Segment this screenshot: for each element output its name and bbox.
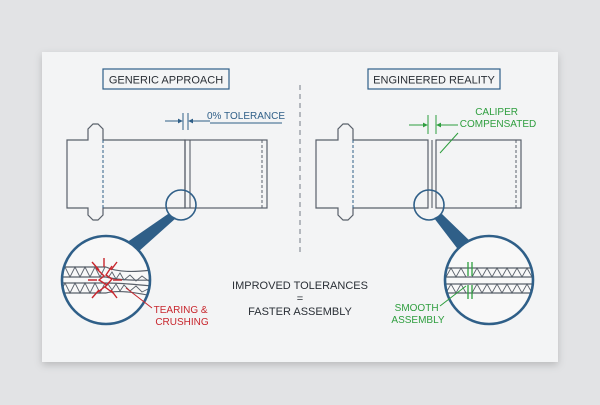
left-flap: [184, 139, 268, 209]
left-problem-label: TEARING & CRUSHING: [154, 305, 211, 328]
left-problem-leader: [125, 287, 153, 309]
left-callout-text: 0% TOLERANCE: [207, 111, 285, 122]
caption-line2: FASTER ASSEMBLY: [248, 306, 352, 318]
right-box-blank: [315, 123, 429, 221]
right-title: ENGINEERED REALITY: [373, 75, 495, 87]
center-caption: IMPROVED TOLERANCES = FASTER ASSEMBLY: [232, 280, 368, 318]
right-result-leader: [439, 285, 467, 307]
right-flap: [435, 139, 522, 209]
left-problem-label-line2: CRUSHING: [155, 317, 209, 328]
right-panel: ENGINEERED REALITY CALIPER COMPENSATED: [315, 68, 537, 326]
right-title-box: [367, 68, 501, 90]
left-title-box: [102, 68, 230, 90]
right-callout-line1: CALIPER: [475, 107, 518, 118]
right-result-label: SMOOTH ASSEMBLY: [391, 303, 444, 326]
left-magnified-board: [62, 258, 150, 299]
left-panel: GENERIC APPROACH 0% TOLERANCE: [60, 68, 285, 328]
right-callout-leader-2: [439, 132, 459, 154]
right-callout-text: CALIPER COMPENSATED: [460, 107, 537, 130]
right-zoom-cone: [434, 214, 472, 252]
caption-line1: IMPROVED TOLERANCES: [232, 280, 368, 292]
right-callout-line2: COMPENSATED: [460, 119, 537, 130]
right-magnifier-ring: [443, 234, 535, 326]
right-result-label-line1: SMOOTH: [395, 303, 439, 314]
left-zoom-cone: [126, 214, 176, 252]
right-magnified-board: [445, 262, 533, 299]
left-problem-label-line1: TEARING &: [154, 305, 208, 316]
caption-equals: =: [297, 293, 303, 305]
left-magnifier-fill: [62, 236, 150, 324]
left-zoom-ring: [165, 189, 197, 221]
left-magnifier-ring: [60, 234, 152, 326]
right-result-label-line2: ASSEMBLY: [391, 315, 444, 326]
right-zoom-ring: [413, 189, 445, 221]
left-title: GENERIC APPROACH: [109, 75, 223, 87]
crush-burst: [88, 258, 122, 299]
right-magnifier-fill: [445, 236, 533, 324]
